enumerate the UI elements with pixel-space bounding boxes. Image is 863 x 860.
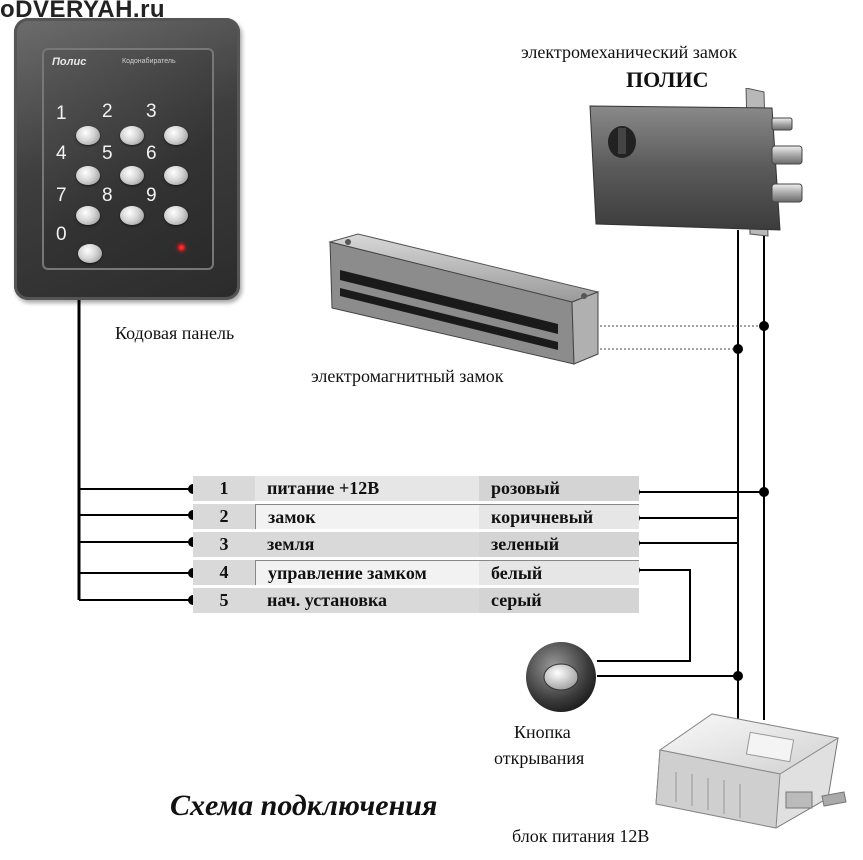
open-button-image [526, 642, 596, 712]
key-1-button [76, 126, 100, 145]
wire-color: зеленый [479, 532, 639, 557]
key-4-digit: 4 [56, 143, 67, 164]
wire-function: управление замком [255, 560, 479, 585]
key-5-button [120, 166, 144, 185]
right-wires [597, 230, 765, 720]
key-0-digit: 0 [56, 224, 67, 245]
key-5-digit: 5 [102, 143, 113, 164]
wire-color: коричневый [479, 504, 639, 529]
electromagnetic-lock-image [328, 233, 600, 365]
table-row: 2 замок коричневый [193, 504, 639, 531]
power-supply-image [655, 713, 847, 829]
wire-function: питание +12В [255, 476, 479, 501]
table-row: 3 земля зеленый [193, 532, 639, 559]
em-lock-name: ПОЛИС [626, 67, 709, 92]
power-supply-caption: блок питания 12В [512, 826, 650, 846]
key-2-digit: 2 [102, 101, 113, 122]
button-caption-line2: открывания [494, 748, 585, 768]
diagram-title: Схема подключения [170, 789, 438, 822]
table-row: 5 нач. установка серый [193, 588, 639, 615]
status-led [178, 244, 185, 251]
maglock-wires [596, 325, 764, 350]
wire-number: 1 [193, 476, 255, 501]
button-caption-line1: Кнопка [514, 722, 571, 742]
wire-color: серый [479, 588, 639, 613]
wire-color: белый [479, 560, 639, 585]
magnetic-lock-caption: электромагнитный замок [311, 366, 504, 386]
electromechanical-lock-image [589, 88, 803, 237]
key-3-digit: 3 [146, 101, 157, 122]
key-9-button [164, 206, 188, 225]
keypad-brand: Полис [52, 56, 87, 68]
key-8-digit: 8 [102, 185, 113, 206]
wire-function: нач. установка [255, 588, 479, 613]
wire-function: замок [255, 504, 479, 529]
wire-number: 2 [193, 504, 255, 529]
key-4-button [76, 166, 100, 185]
key-8-button [120, 206, 144, 225]
key-1-digit: 1 [56, 103, 67, 124]
watermark: oDVERYAH.ru [0, 0, 166, 23]
keypad-caption: Кодовая панель [115, 323, 235, 343]
key-6-digit: 6 [146, 143, 157, 164]
key-6-button [164, 166, 188, 185]
key-2-button [120, 126, 144, 145]
keypad-subtitle: Кодонабиратель [122, 58, 176, 65]
wire-function: земля [255, 532, 479, 557]
wire-number: 4 [193, 560, 255, 585]
keypad-wires [79, 488, 193, 601]
wire-table: 1 питание +12В розовый 2 замок коричневы… [193, 476, 639, 614]
wire-color: розовый [479, 476, 639, 501]
table-row: 1 питание +12В розовый [193, 476, 639, 503]
key-0-button [78, 244, 102, 263]
em-lock-caption: электромеханический замок [521, 42, 738, 62]
keypad-device: Полис Кодонабиратель 1 2 3 4 5 6 7 8 9 0 [14, 18, 240, 300]
key-7-button [76, 206, 100, 225]
keypad-face: Полис Кодонабиратель 1 2 3 4 5 6 7 8 9 0 [42, 48, 214, 270]
wire-number: 5 [193, 588, 255, 613]
wire-number: 3 [193, 532, 255, 557]
key-7-digit: 7 [56, 185, 67, 206]
table-row: 4 управление замком белый [193, 560, 639, 587]
key-3-button [164, 126, 188, 145]
key-9-digit: 9 [146, 185, 157, 206]
